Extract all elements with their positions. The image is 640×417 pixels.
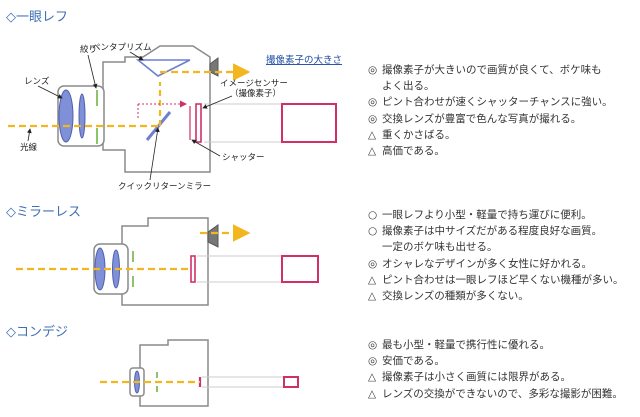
- mirror-leader: [149, 127, 160, 181]
- label-mirror: クイックリターンミラー: [118, 182, 211, 192]
- mirrorless-sensor-size-box: [281, 255, 319, 283]
- label-shutter: シャッター: [222, 153, 265, 163]
- label-sensor-line2: （撮像素子）: [230, 88, 281, 99]
- dslr-body: [102, 45, 211, 173]
- dslr-diagram: ペンタプリズム レンズ 絞り 光線 イメージセンサー （撮像素子） シャッター …: [8, 42, 342, 192]
- feature-item: ◎交換レンズが豊富で色んな写真が撮れる。: [368, 112, 582, 125]
- feature-item: ◎撮像素子が大きいので画質が良くて、ボケ味も: [368, 64, 602, 76]
- sensor-size-link[interactable]: 撮像素子の大きさ: [266, 54, 342, 66]
- label-lens: レンズ: [24, 76, 50, 87]
- dslr-lens-rear: [78, 93, 86, 139]
- feature-item: ○撮像素子は中サイズだがある程度良好な画質。: [368, 225, 603, 238]
- feature-item-continued: 一定のボケ味も出せる。: [382, 241, 498, 254]
- label-sensor-line1: イメージセンサー: [220, 79, 288, 89]
- feature-item: △撮像素子は小さく画質には限界がある。: [368, 371, 571, 384]
- feature-item: ◎ピント合わせが速くシャッターチャンスに強い。: [368, 96, 613, 109]
- compact-body: [139, 339, 209, 407]
- shutter-leader: [191, 139, 221, 157]
- feature-item: ◎安価である。: [368, 355, 445, 368]
- feature-item: △高価である。: [368, 145, 445, 158]
- feature-item: △ピント合わせは一眼レフほど早くない機種が多い。: [368, 273, 624, 286]
- dslr-lens-front: [58, 89, 74, 143]
- feature-item: △交換レンズの種類が多くない。: [368, 290, 529, 303]
- section-title-mirrorless: ◇ミラーレス: [6, 205, 81, 220]
- feature-item: ◎最も小型・軽量で携行性に優れる。: [368, 339, 550, 351]
- feature-item: ○一眼レフより小型・軽量で持ち運びに便利。: [368, 209, 592, 221]
- mirrorless-diagram: [16, 217, 319, 306]
- pentaprism-leader: [129, 51, 144, 61]
- section-title-dslr: ◇一眼レフ: [6, 10, 68, 25]
- feature-item: △レンズの交換ができないので、多彩な撮影が困難。: [368, 387, 623, 400]
- quick-return-mirror: [145, 111, 172, 141]
- dslr-eyepiece: [209, 57, 219, 77]
- light-leader: [26, 128, 32, 142]
- mirrorless-body: [121, 217, 209, 306]
- feature-item-continued: よく出る。: [382, 80, 435, 93]
- section-title-compact: ◇コンデジ: [6, 325, 68, 340]
- dslr-sensor: [195, 103, 202, 143]
- feature-list-dslr: ◎撮像素子が大きいので画質が良くて、ボケ味も よく出る。 ◎ピント合わせが速くシ…: [368, 62, 613, 159]
- label-light: 光線: [20, 142, 38, 153]
- feature-list-mirrorless: ○一眼レフより小型・軽量で持ち運びに便利。 ○撮像素子は中サイズだがある程度良好…: [368, 207, 624, 304]
- sensor-leader: [202, 95, 233, 109]
- lens-leader: [37, 85, 63, 99]
- feature-item: △重くかさばる。: [368, 128, 456, 141]
- dslr-sensor-size-box: [281, 103, 337, 143]
- pentaprism-shape: [135, 59, 191, 77]
- label-pentaprism: ペンタプリズム: [92, 42, 152, 53]
- label-aperture: 絞り: [80, 44, 97, 55]
- feature-list-compact: ◎最も小型・軽量で携行性に優れる。 ◎安価である。 △撮像素子は小さく画質には限…: [368, 337, 623, 402]
- aperture-leader: [87, 54, 98, 89]
- mirrorless-evf: [207, 224, 219, 248]
- compact-diagram: [100, 339, 299, 407]
- compact-sensor-size-box: [283, 376, 299, 388]
- feature-item: ◎オシャレなデザインが多く女性に好かれる。: [368, 257, 592, 270]
- mirrorless-sensor: [190, 255, 196, 283]
